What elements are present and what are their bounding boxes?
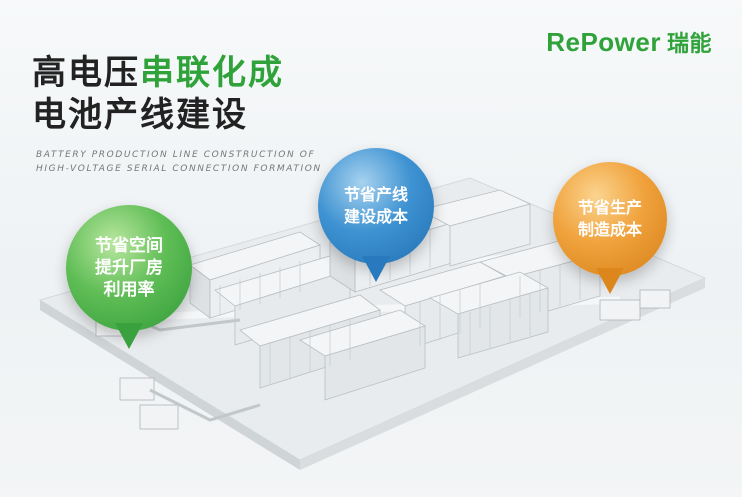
- headline-line-1: 高电压串联化成: [32, 52, 284, 94]
- badge-save-space: 节省空间 提升厂房 利用率: [66, 205, 192, 349]
- headline-accent-text: 串联化成: [140, 53, 284, 93]
- badge-save-space-text: 节省空间 提升厂房 利用率: [95, 236, 163, 300]
- rack-block-right: [418, 189, 602, 359]
- badge-save-manufacturing-cost: 节省生产 制造成本: [553, 162, 667, 294]
- rack-block-left: [189, 231, 381, 389]
- machines-right: [599, 289, 671, 321]
- rack-slats: [219, 228, 581, 384]
- badge-pointer: [362, 256, 390, 282]
- badge-save-manufacturing-cost-text: 节省生产 制造成本: [577, 198, 642, 239]
- subtitle-line-1: BATTERY PRODUCTION LINE CONSTRUCTION OF: [36, 150, 316, 160]
- headline-plain-text: 高电压: [32, 53, 140, 93]
- page-headline: 高电压串联化成 电池产线建设: [32, 52, 284, 136]
- english-subtitle: BATTERY PRODUCTION LINE CONSTRUCTION OF …: [36, 148, 322, 176]
- floor-edge: [40, 300, 300, 470]
- badge-pointer: [115, 323, 143, 349]
- badge-save-line-cost-text: 节省产线 建设成本: [343, 185, 408, 226]
- badge-save-line-cost: 节省产线 建设成本: [318, 148, 434, 282]
- headline-line-2: 电池产线建设: [32, 95, 248, 135]
- logo-chinese: 瑞能: [666, 32, 712, 57]
- subtitle-line-2: HIGH-VOLTAGE SERIAL CONNECTION FORMATION: [36, 164, 322, 174]
- logo-latin: RePower: [546, 27, 661, 57]
- floor-edge-right: [300, 278, 705, 470]
- badge-pointer: [596, 268, 624, 294]
